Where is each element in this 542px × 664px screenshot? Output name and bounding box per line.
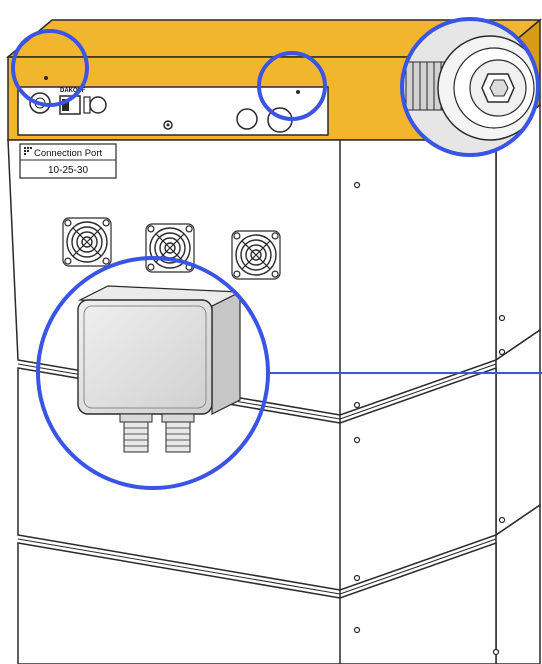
side-panel-middle	[495, 328, 541, 537]
fan-screw-icon	[233, 232, 241, 240]
fuse-holder	[83, 96, 91, 114]
panel-bolt	[353, 626, 361, 634]
panel-bolt	[498, 516, 506, 524]
cable-gland-icon	[161, 413, 195, 453]
highlight-circle-panel-right	[257, 51, 327, 121]
box-front-face	[77, 299, 213, 415]
seam-lower-right	[339, 538, 497, 595]
fan-icon	[62, 217, 112, 267]
small-screw-center	[166, 123, 170, 127]
panel-bolt	[498, 314, 506, 322]
junction-box	[77, 285, 243, 453]
fan-screw-icon	[64, 219, 72, 227]
fan-screw-icon	[147, 225, 155, 233]
cable-gland-icon	[119, 413, 153, 453]
fan-screw-icon	[271, 232, 279, 240]
fan-icon	[231, 230, 281, 280]
fan-screw-icon	[233, 270, 241, 278]
fan-screw-icon	[102, 257, 110, 265]
grid-icon	[24, 147, 32, 155]
indicator-dot-left	[44, 76, 48, 80]
seam-lower	[17, 538, 341, 595]
label-code: 10-25-30	[48, 165, 88, 176]
round-port-left	[89, 96, 107, 114]
round-port-center	[236, 108, 258, 130]
screw-icon	[402, 35, 538, 141]
label-title: Connection Port	[34, 148, 102, 159]
fan-screw-icon	[147, 263, 155, 271]
panel-bolt	[353, 436, 361, 444]
panel-bolt	[498, 348, 506, 356]
panel-bolt	[353, 574, 361, 582]
screw-detail-callout	[400, 17, 540, 157]
fan-screw-icon	[185, 225, 193, 233]
label-frame	[19, 143, 117, 179]
box-right-face	[211, 291, 241, 415]
panel-bolt	[353, 181, 361, 189]
switch-label-left: DAKO	[60, 88, 78, 94]
fan-screw-icon	[102, 219, 110, 227]
fan-screw-icon	[64, 257, 72, 265]
panel-bolt	[353, 401, 361, 409]
highlight-circle-panel-left	[11, 29, 89, 107]
box-lid-inset	[83, 305, 207, 409]
panel-bolt	[492, 648, 500, 656]
connection-port-label: Connection Port 10-25-30	[19, 143, 117, 179]
front-panel-lower	[17, 541, 497, 664]
fan-screw-icon	[271, 270, 279, 278]
indicator-dot-right	[296, 90, 300, 94]
